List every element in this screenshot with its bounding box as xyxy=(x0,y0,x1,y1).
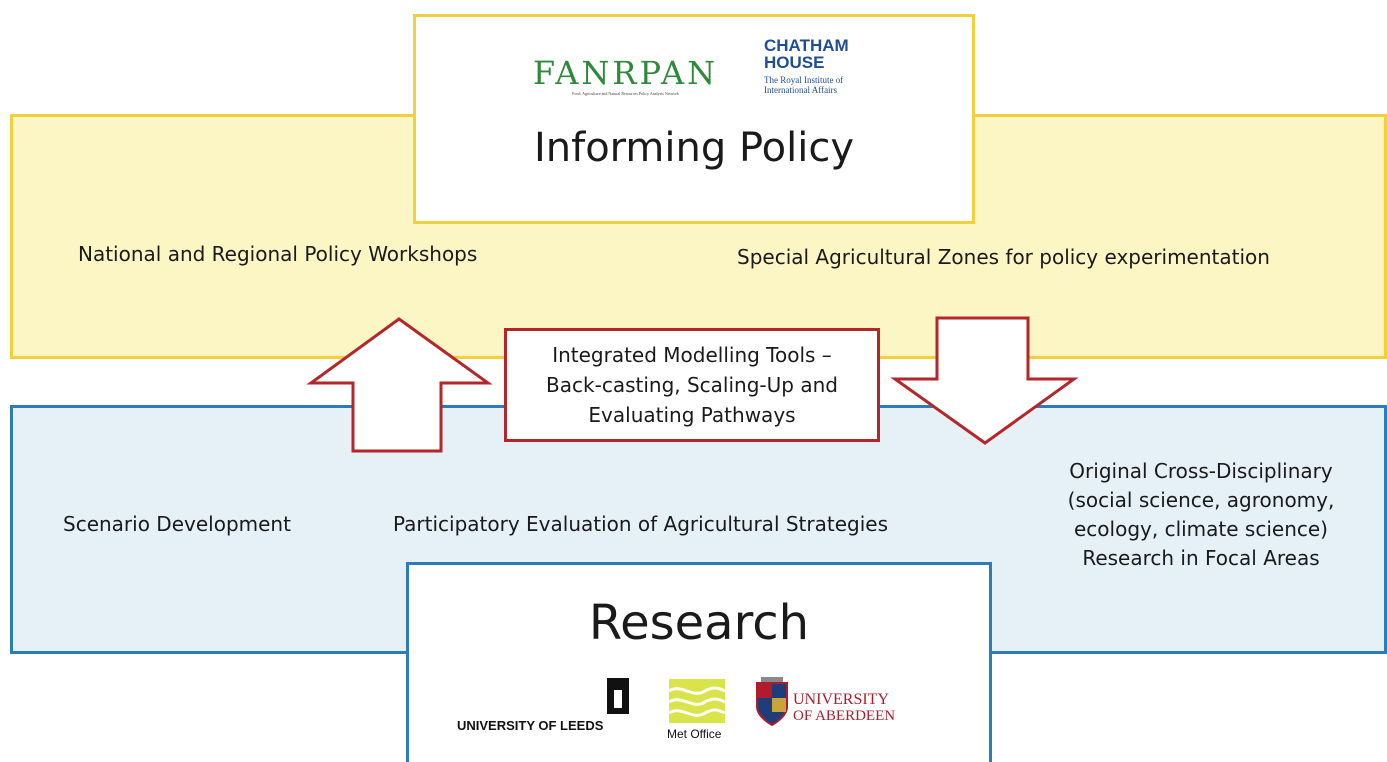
met-office-waves-icon xyxy=(668,679,726,723)
aberdeen-line-2: OF ABERDEEN xyxy=(793,708,896,724)
met-office-logo: Met Office xyxy=(667,677,737,741)
leeds-name: UNIVERSITY OF LEEDS xyxy=(457,718,604,733)
aberdeen-name: UNIVERSITY OF ABERDEEN xyxy=(793,691,895,725)
informing-policy-box: FANRPAN Food, Agriculture and Natural Re… xyxy=(413,14,975,224)
aberdeen-logo: UNIVERSITY OF ABERDEEN xyxy=(755,677,925,731)
down-arrow xyxy=(890,316,1079,445)
cross-disciplinary-label: Original Cross-Disciplinary (social scie… xyxy=(1036,457,1366,573)
modelling-line-1: Integrated Modelling Tools – xyxy=(552,343,832,367)
cross-disciplinary-line-1: Original Cross-Disciplinary xyxy=(1069,459,1333,483)
chatham-line2: HOUSE xyxy=(764,53,825,72)
research-box: Research UNIVERSITY OF LEEDS Met Office … xyxy=(406,562,992,762)
participatory-evaluation-label: Participatory Evaluation of Agricultural… xyxy=(393,512,888,536)
research-title: Research xyxy=(588,595,810,651)
cross-disciplinary-line-3: ecology, climate science) xyxy=(1074,517,1328,541)
scenario-development-label: Scenario Development xyxy=(63,512,291,536)
fanrpan-wordmark: FANRPAN xyxy=(532,54,719,92)
up-arrow xyxy=(306,317,493,453)
cross-disciplinary-line-2: (social science, agronomy, xyxy=(1067,488,1335,512)
chatham-tagline-1: The Royal Institute of xyxy=(764,75,844,85)
modelling-line-3: Evaluating Pathways xyxy=(588,403,796,427)
informing-policy-title: Informing Policy xyxy=(533,125,855,171)
modelling-line-2: Back-casting, Scaling-Up and xyxy=(546,373,838,397)
fanrpan-tagline: Food, Agriculture and Natural Resources … xyxy=(572,91,679,96)
chatham-tagline-2: International Affairs xyxy=(764,85,838,95)
aberdeen-line-1: UNIVERSITY xyxy=(793,691,889,708)
special-zones-label: Special Agricultural Zones for policy ex… xyxy=(737,245,1270,269)
chatham-line1: CHATHAM xyxy=(764,36,849,55)
leeds-crest-icon xyxy=(607,678,629,714)
cross-disciplinary-line-4: Research in Focal Areas xyxy=(1082,546,1320,570)
chatham-house-logo: CHATHAM HOUSE The Royal Institute of Int… xyxy=(764,37,874,95)
aberdeen-crest-icon xyxy=(756,677,788,727)
integrated-modelling-box: Integrated Modelling Tools – Back-castin… xyxy=(504,328,880,442)
policy-workshops-label: National and Regional Policy Workshops xyxy=(78,242,478,266)
fanrpan-logo: FANRPAN Food, Agriculture and Natural Re… xyxy=(523,55,728,96)
met-office-name: Met Office xyxy=(667,727,722,741)
